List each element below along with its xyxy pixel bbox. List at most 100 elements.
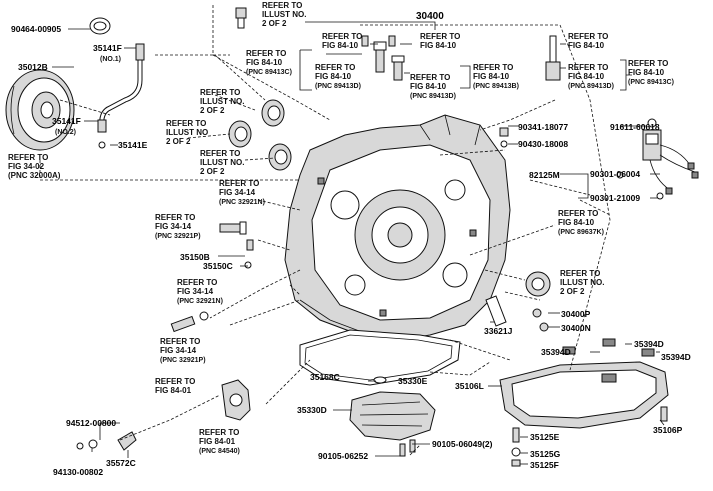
svg-text:FIG 34-14: FIG 34-14 (160, 346, 197, 355)
refer-note: REFER TO FIG 84-10 (PNC 89637K) (558, 209, 604, 236)
part-number-label: 82125M (529, 170, 560, 180)
part-number-label: 35150C (203, 261, 233, 271)
part-number-label: 91611-60618 (610, 122, 660, 132)
bolt-icon (499, 127, 509, 148)
svg-text:2 OF 2: 2 OF 2 (560, 287, 585, 296)
svg-text:(PNC 89413B): (PNC 89413B) (473, 83, 519, 90)
part-number-label: 35150B (180, 252, 210, 262)
svg-text:ILLUST NO.: ILLUST NO. (262, 10, 306, 19)
part-note-label: (NO.2) (55, 129, 76, 136)
svg-text:REFER TO: REFER TO (166, 119, 206, 128)
part-number-label: 30400P (561, 309, 591, 319)
svg-text:(PNC 89413D): (PNC 89413D) (410, 93, 456, 100)
refer-note: REFER TO FIG 84-10 (PNC 89413C) (246, 49, 292, 76)
part-number-label: 90301-06004 (590, 169, 640, 179)
svg-text:(PNC 89637K): (PNC 89637K) (558, 229, 604, 236)
part-number-label: 35141F (93, 43, 122, 53)
dipstick-icon (485, 295, 507, 327)
bolt-icon (235, 7, 247, 29)
svg-text:(PNC 89413C): (PNC 89413C) (246, 69, 292, 76)
part-number-label: 30400N (561, 323, 591, 333)
part-number-label: 35141E (118, 140, 148, 150)
svg-text:ILLUST NO.: ILLUST NO. (560, 278, 604, 287)
svg-text:REFER TO: REFER TO (558, 209, 598, 218)
svg-text:(PNC 32921P): (PNC 32921P) (155, 233, 201, 240)
svg-text:REFER TO: REFER TO (628, 59, 668, 68)
o-ring-icon (98, 141, 106, 149)
svg-text:REFER TO: REFER TO (568, 63, 608, 72)
part-number-label: 90301-21009 (590, 193, 640, 203)
refer-note: REFER TO ILLUST NO. 2 OF 2 (560, 269, 604, 296)
svg-text:(PNC 84540): (PNC 84540) (199, 448, 240, 455)
refer-note: REFER TO FIG 84-10 (568, 32, 608, 50)
svg-text:(PNC 32921N): (PNC 32921N) (219, 199, 265, 206)
svg-text:FIG 34-02: FIG 34-02 (8, 162, 45, 171)
part-number-label: 35106P (653, 425, 683, 435)
svg-text:2 OF 2: 2 OF 2 (200, 106, 225, 115)
part-number-label: 94512-00800 (66, 418, 116, 428)
part-number-label: 35394D (661, 352, 691, 362)
plug-icon (539, 322, 549, 332)
refer-note: REFER TO FIG 84-10 (PNC 89413D) (410, 73, 456, 100)
transmission-case-icon (284, 114, 511, 341)
svg-text:FIG 84-10: FIG 84-10 (473, 72, 510, 81)
svg-text:2 OF 2: 2 OF 2 (262, 19, 287, 28)
refer-note: REFER TO FIG 84-10 (PNC 89413D) (315, 63, 361, 90)
drain-plug-icon (512, 427, 520, 443)
part-number-label: 35106L (455, 381, 484, 391)
union-icon (246, 239, 254, 251)
svg-text:FIG 84-10: FIG 84-10 (568, 72, 605, 81)
refer-note: REFER TO ILLUST NO. 2 OF 2 (262, 1, 306, 28)
oil-seal-icon (525, 271, 551, 297)
refer-note: REFER TO FIG 84-01 (PNC 84540) (199, 428, 240, 455)
svg-text:ILLUST NO.: ILLUST NO. (200, 97, 244, 106)
part-number-label: 33621J (484, 326, 513, 336)
oil-seal-icon (228, 120, 252, 148)
gasket-icon (511, 447, 521, 457)
svg-text:REFER TO: REFER TO (160, 337, 200, 346)
torque-converter-icon (5, 69, 75, 151)
union-fitting-icon (170, 311, 209, 333)
refer-note: REFER TO FIG 84-10 (PNC 89413D) (568, 63, 614, 90)
part-number-label: 35394D (541, 347, 571, 357)
svg-text:(PNC 89413C): (PNC 89413C) (628, 79, 674, 86)
refer-note: REFER TO FIG 84-01 (155, 377, 195, 395)
oil-seal-icon (268, 143, 292, 171)
washer-icon (656, 192, 664, 200)
svg-text:2 OF 2: 2 OF 2 (200, 167, 225, 176)
svg-text:FIG 84-10: FIG 84-10 (315, 72, 352, 81)
refer-note: REFER TO FIG 34-02 (PNC 32000A) (8, 153, 61, 180)
svg-text:2 OF 2: 2 OF 2 (166, 137, 191, 146)
magnet-icon (602, 338, 616, 347)
svg-text:REFER TO: REFER TO (420, 32, 460, 41)
refer-note: REFER TO ILLUST NO. 2 OF 2 (200, 88, 244, 115)
nut-icon (76, 442, 84, 450)
part-number-label: 90105-06049(2) (432, 439, 493, 449)
part-number-label: 90341-18077 (518, 122, 568, 132)
refer-note: REFER TO FIG 34-14 (PNC 32921P) (160, 337, 206, 364)
oil-strainer-icon (349, 391, 436, 441)
part-number-label: 35168C (310, 372, 340, 382)
bolt-icon (409, 439, 416, 453)
svg-text:FIG 84-10: FIG 84-10 (558, 218, 595, 227)
svg-text:FIG 84-01: FIG 84-01 (155, 386, 192, 395)
refer-note: REFER TO FIG 34-14 (PNC 32921N) (177, 278, 223, 305)
svg-text:REFER TO: REFER TO (155, 213, 195, 222)
bolt-icon (660, 406, 668, 422)
part-number-label: 35141F (52, 116, 81, 126)
solenoid-icon (545, 35, 561, 81)
o-ring-icon (373, 376, 387, 384)
svg-text:FIG 84-01: FIG 84-01 (199, 437, 236, 446)
part-number-label: 90430-18008 (518, 139, 568, 149)
svg-text:FIG 34-14: FIG 34-14 (155, 222, 192, 231)
part-number-label: 30400 (416, 11, 444, 22)
svg-text:FIG 34-14: FIG 34-14 (177, 287, 214, 296)
magnet-icon (641, 348, 655, 357)
oil-pan-icon (499, 361, 669, 429)
part-number-label: 90464-00905 (11, 24, 61, 34)
svg-text:(PNC 32921N): (PNC 32921N) (177, 298, 223, 305)
svg-text:FIG 84-10: FIG 84-10 (246, 58, 283, 67)
refer-note: REFER TO FIG 34-14 (PNC 32921P) (155, 213, 201, 240)
svg-text:REFER TO: REFER TO (177, 278, 217, 287)
svg-text:REFER TO: REFER TO (262, 1, 302, 10)
